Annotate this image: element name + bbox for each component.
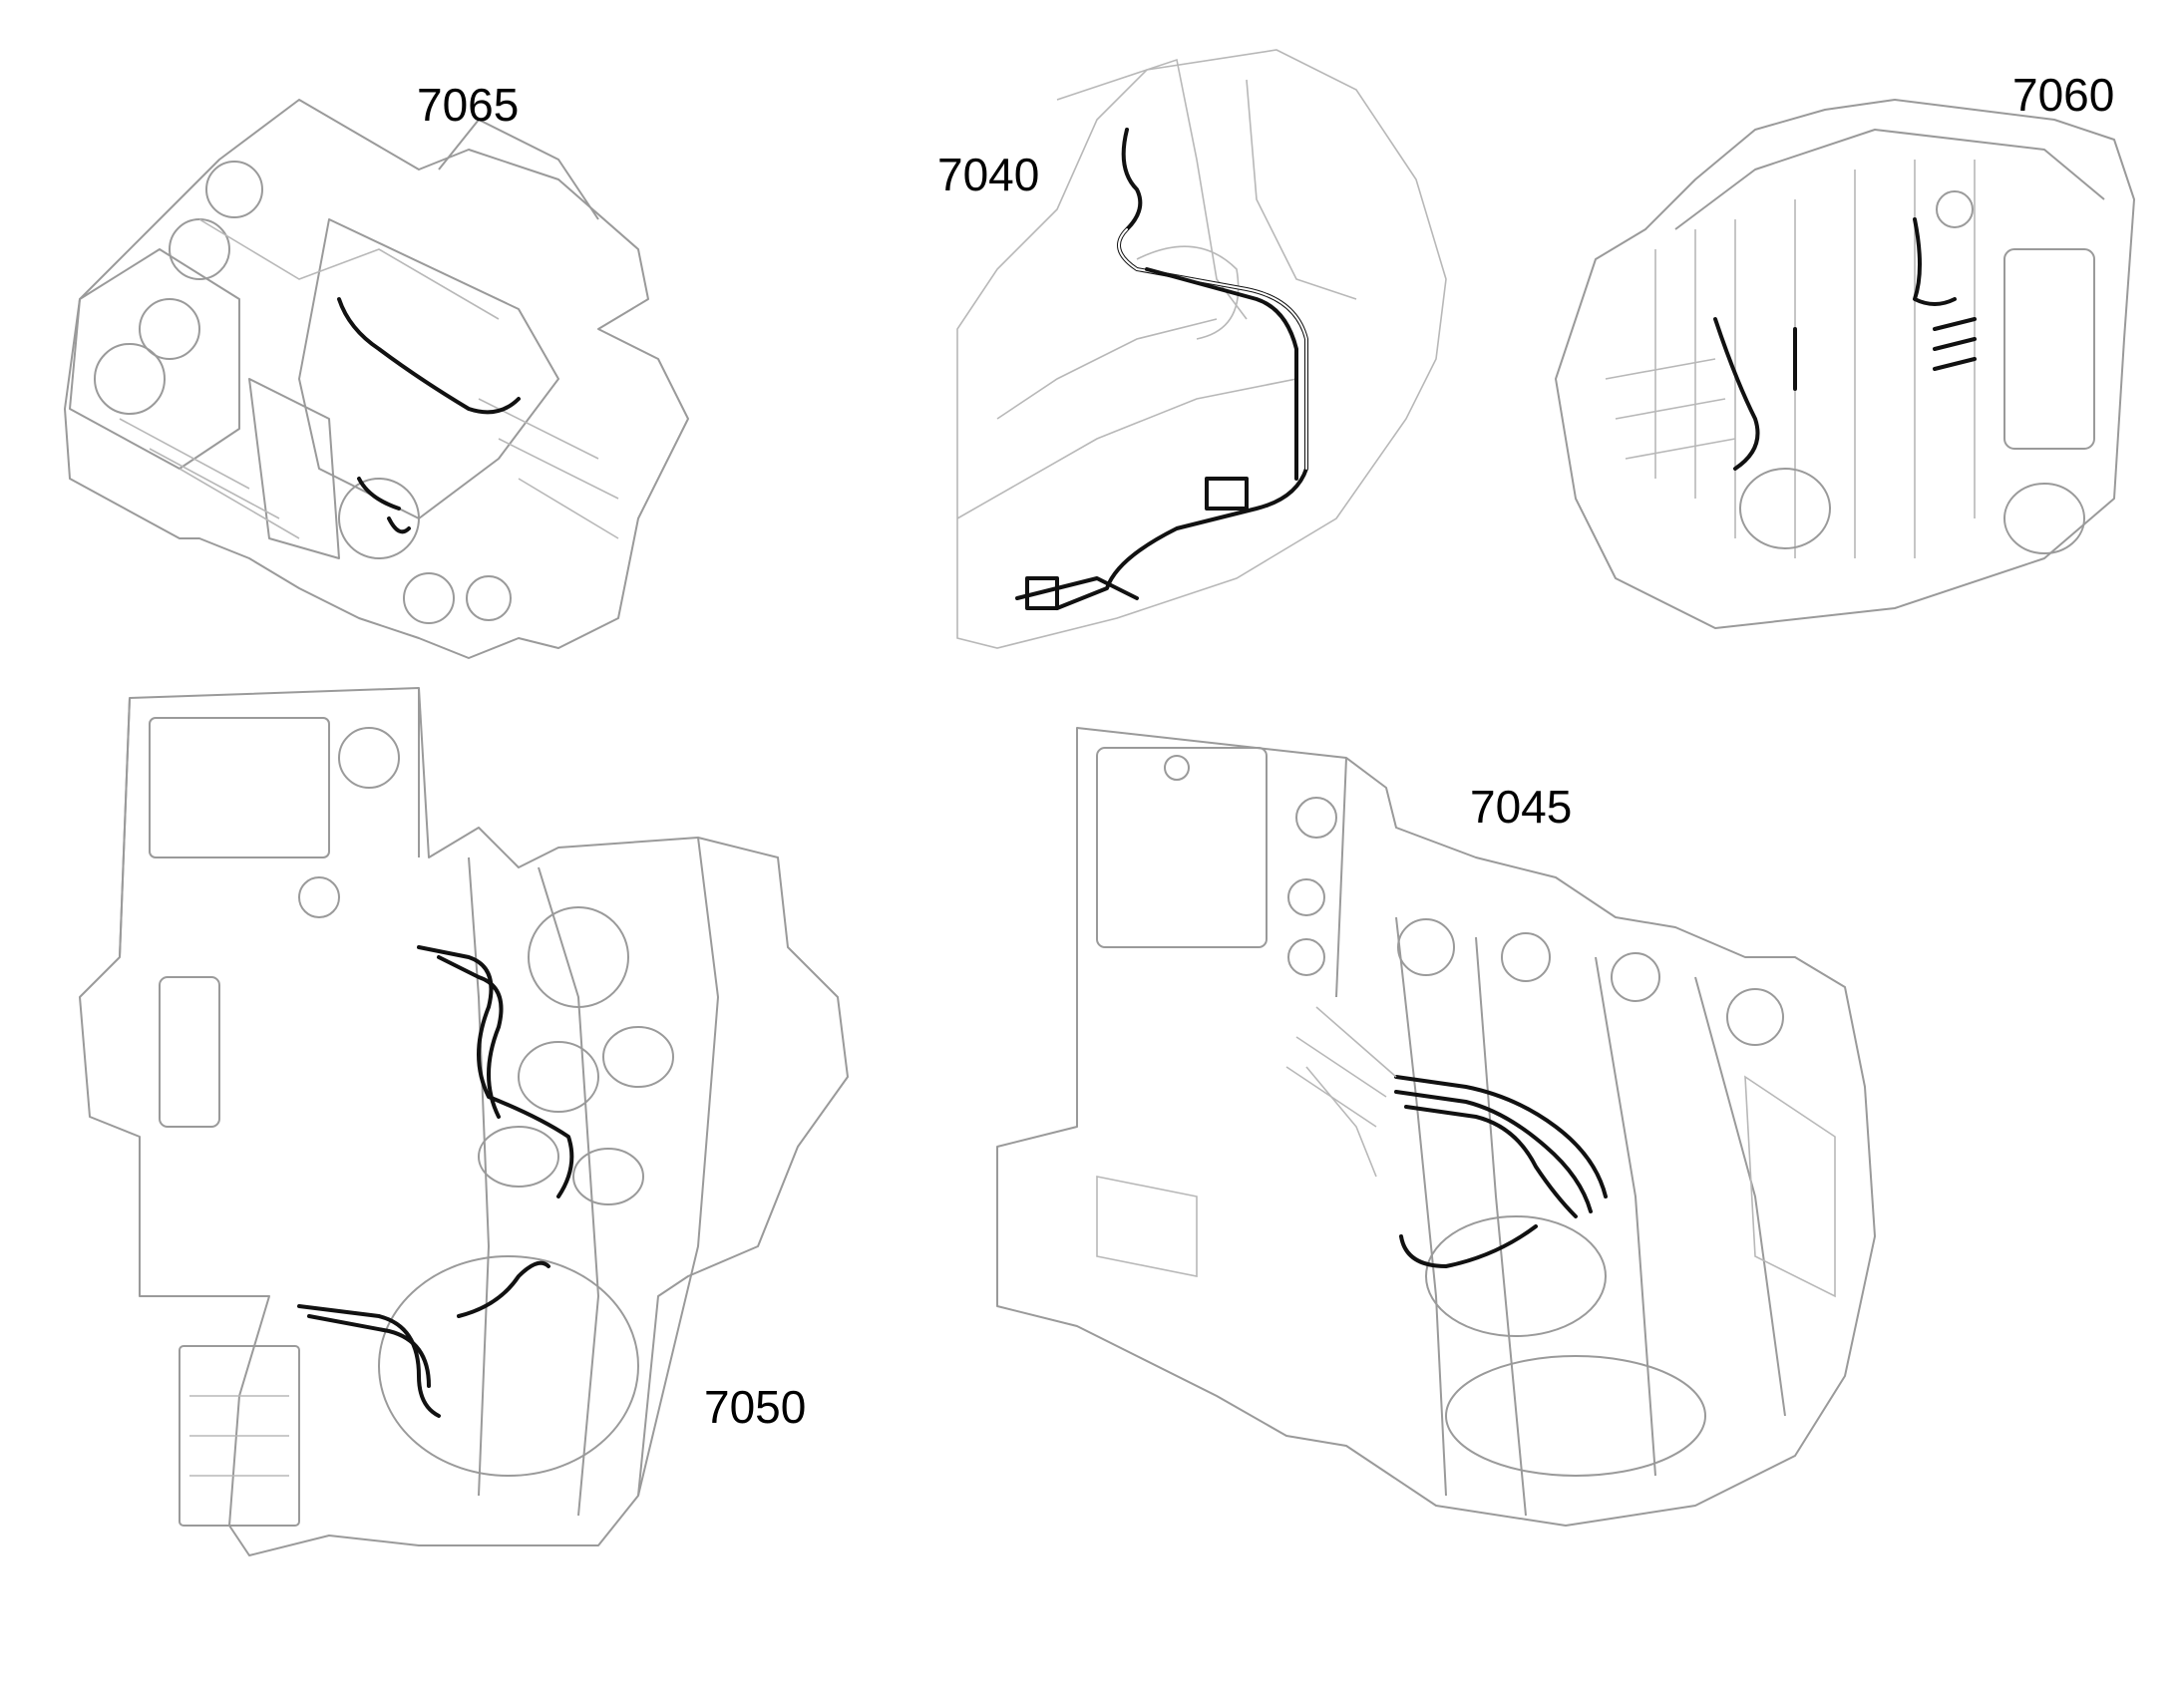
assembly-7050 [79,687,849,1556]
assembly-7045 [996,727,1876,1527]
assembly-7040 [956,49,1447,649]
assembly-7060 [1555,99,2135,629]
callout-7040: 7040 [937,149,1040,200]
callout-7045: 7045 [1470,781,1573,833]
callout-7065: 7065 [417,79,520,131]
callout-7050: 7050 [704,1381,807,1433]
assembly-7065 [64,99,689,659]
callout-7060: 7060 [2012,69,2115,121]
